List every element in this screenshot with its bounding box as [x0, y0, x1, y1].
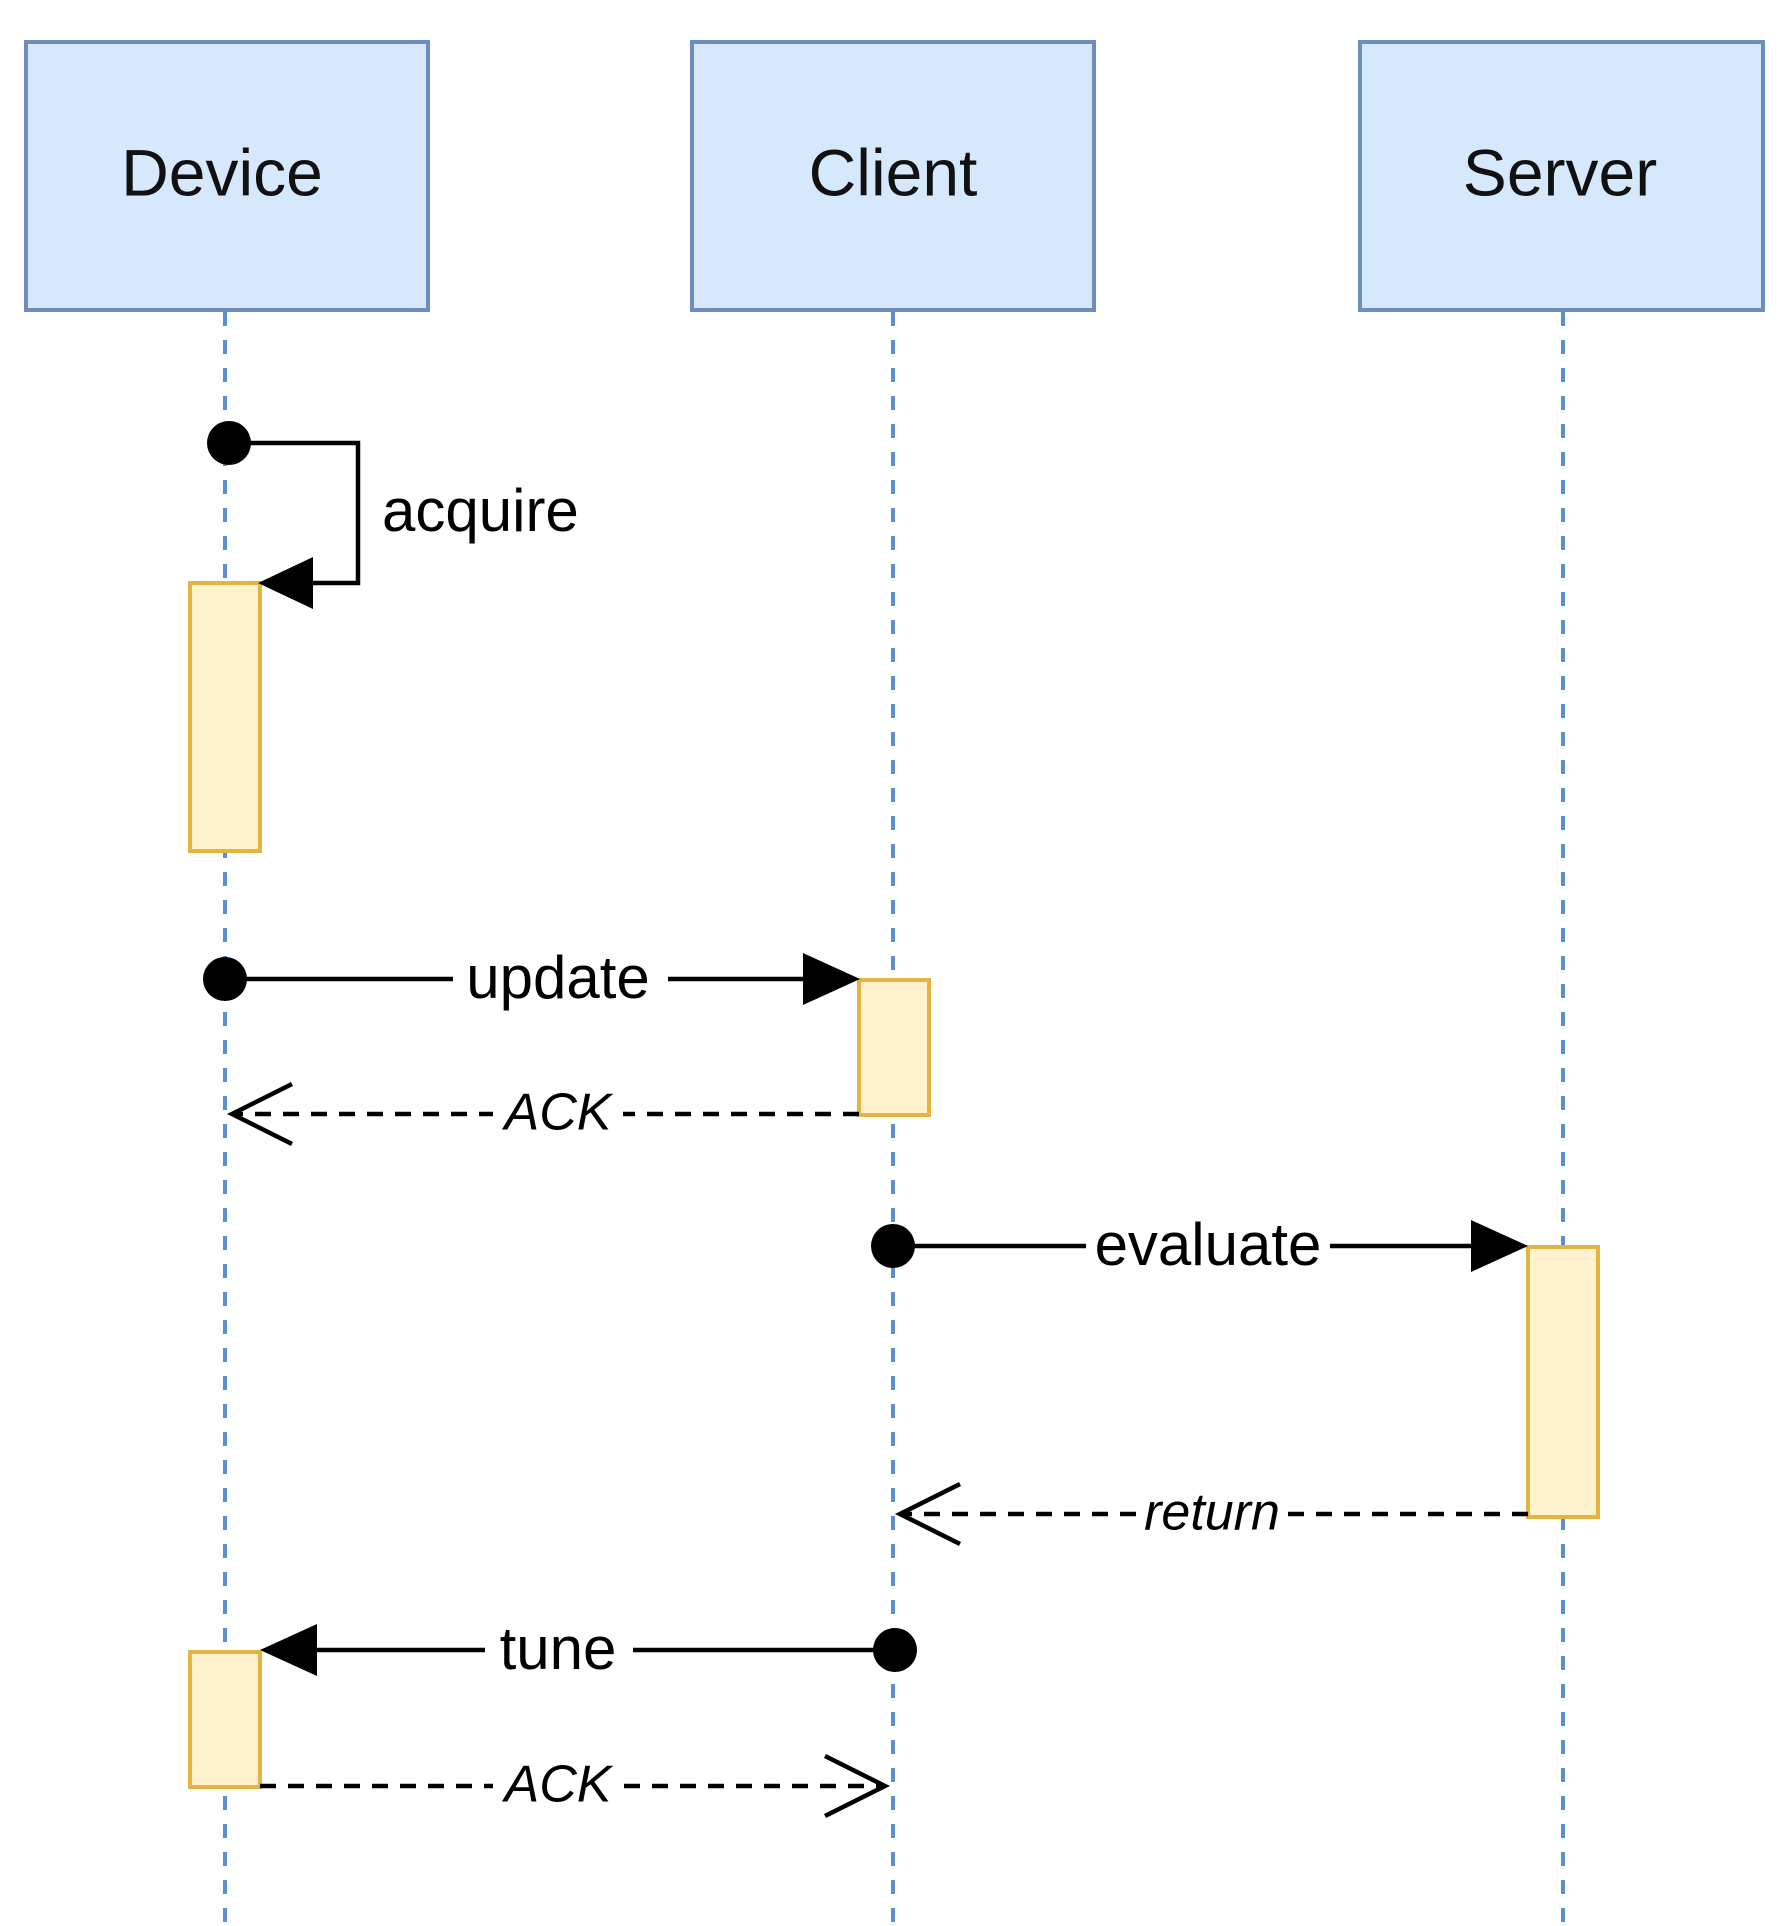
message-update: update [203, 944, 860, 1013]
arrow-head [260, 1624, 317, 1676]
arrow-head [803, 953, 860, 1005]
participant-client: Client [690, 40, 1096, 312]
message-label-acquire: acquire [382, 477, 579, 544]
arrow-head [1471, 1220, 1528, 1272]
activation-client-1 [857, 978, 931, 1117]
message-ack-2: ACK [260, 1753, 891, 1819]
participant-server: Server [1358, 40, 1765, 312]
activation-server-1 [1526, 1245, 1600, 1519]
message-label-evaluate: evaluate [1095, 1211, 1322, 1278]
message-label-update: update [466, 944, 650, 1011]
activation-device-2 [188, 1650, 262, 1789]
arrow-head [823, 1753, 891, 1819]
participant-label-client: Client [809, 135, 978, 209]
activation-device-1 [188, 581, 262, 853]
message-evaluate: evaluate [871, 1211, 1528, 1280]
participant-device: Device [24, 40, 430, 312]
message-label-ack-1: ACK [502, 1084, 614, 1142]
message-tune: tune [260, 1615, 917, 1684]
arrow-head [894, 1481, 962, 1547]
message-ack-1: ACK [226, 1081, 859, 1147]
message-label-tune: tune [500, 1615, 617, 1682]
message-label-return: return [1144, 1484, 1280, 1542]
participant-label-device: Device [121, 135, 323, 209]
message-acquire: acquire [207, 421, 579, 609]
message-label-ack-2: ACK [502, 1756, 614, 1814]
message-return: return [894, 1481, 1528, 1547]
arrow-head [258, 557, 313, 609]
arrow-head [226, 1081, 294, 1147]
participant-label-server: Server [1463, 135, 1657, 209]
